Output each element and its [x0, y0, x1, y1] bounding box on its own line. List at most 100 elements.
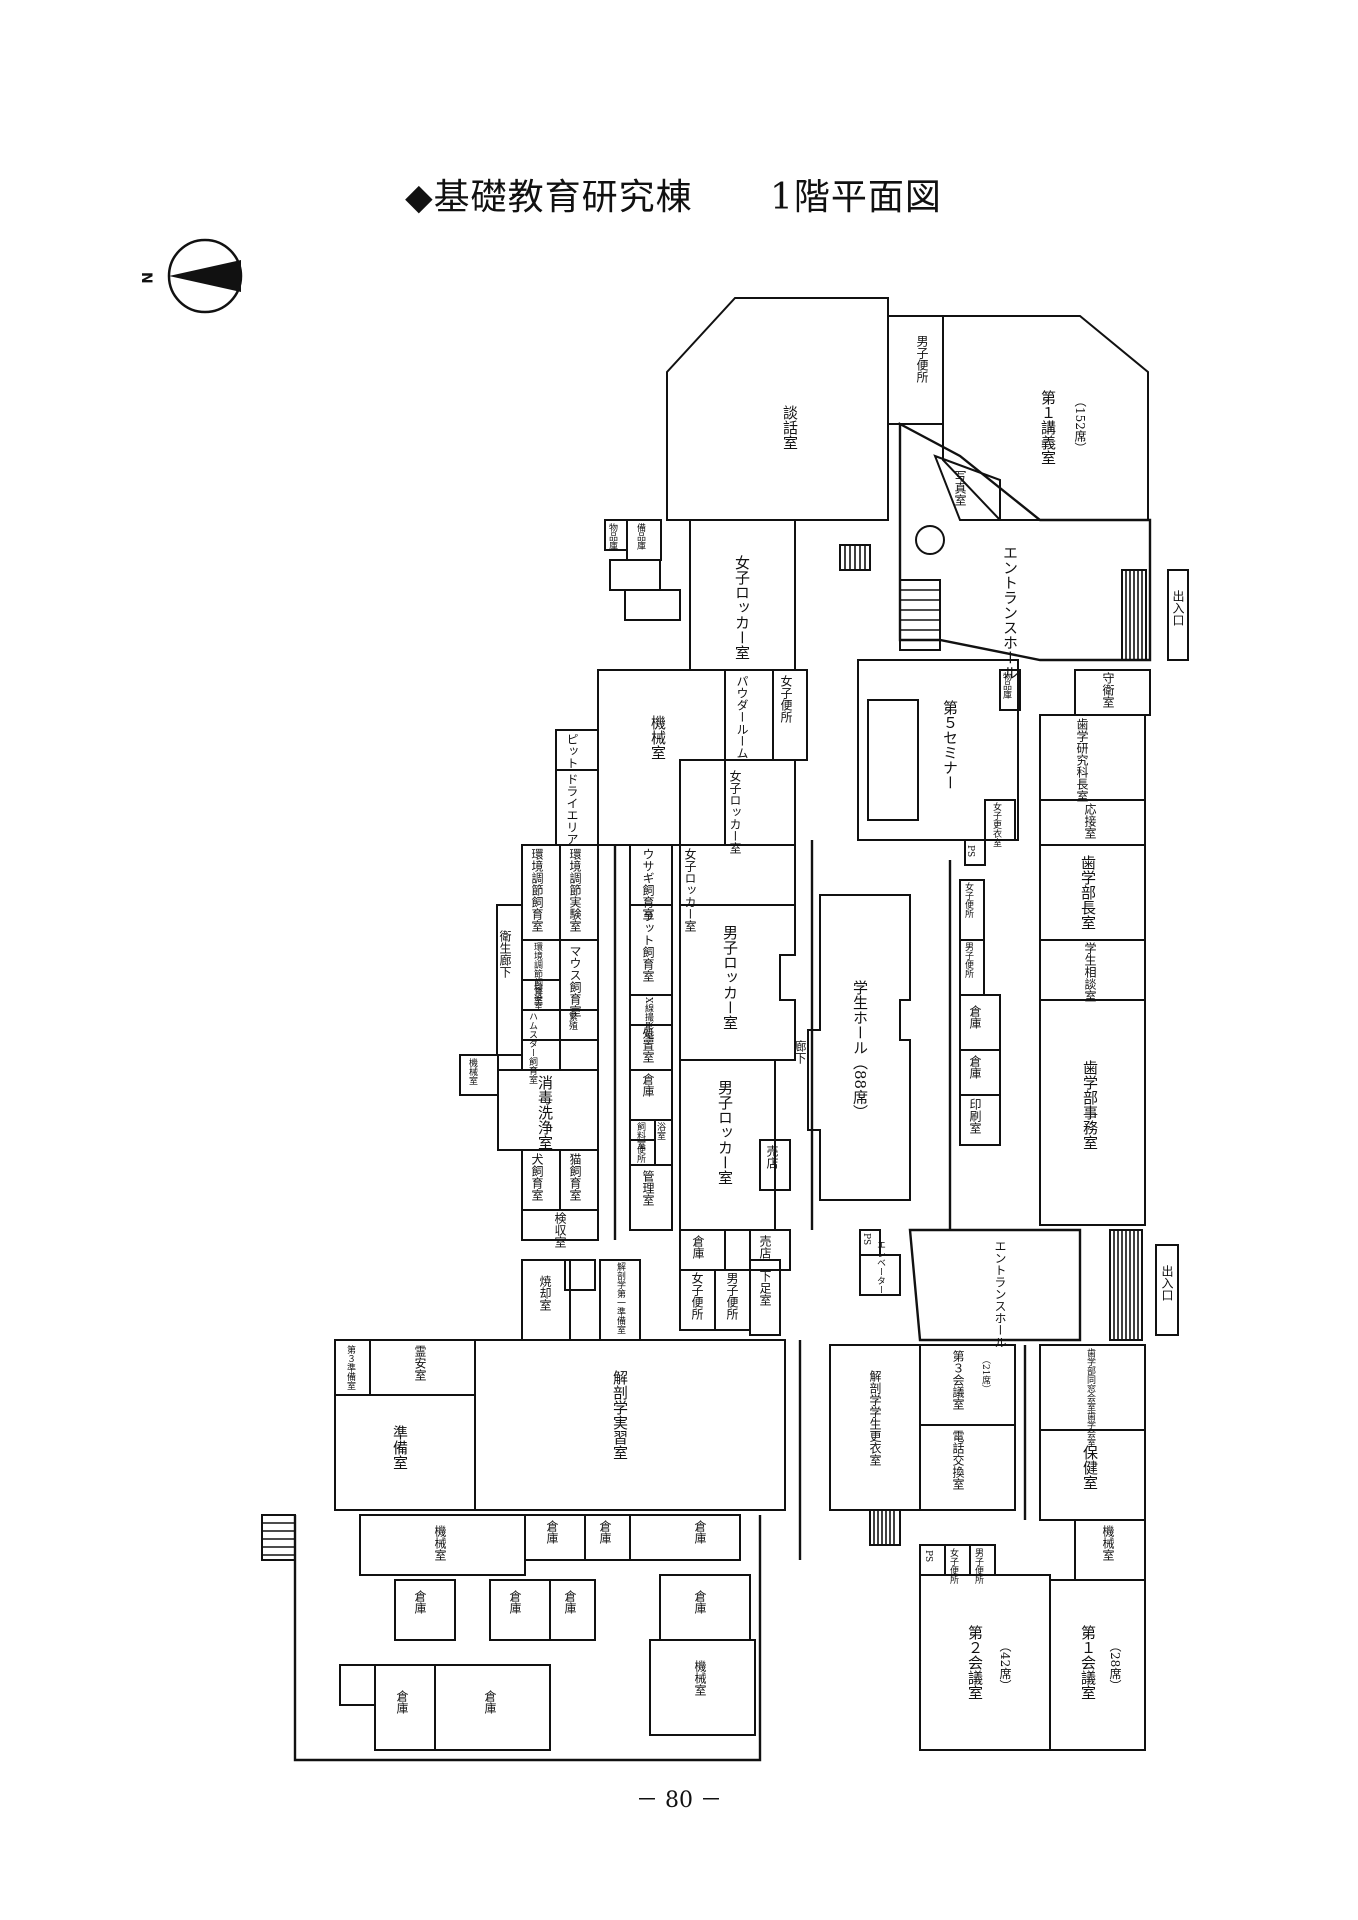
storage-room-7 [629, 1514, 741, 1561]
label-storage6: 倉庫 [598, 1519, 612, 1545]
label-rat: ラット飼育室 [641, 910, 655, 982]
label-anatomy-dressing: 解剖学学生更衣室 [868, 1370, 882, 1466]
small-cell-b [559, 1039, 599, 1071]
label-printing: 印刷室 [968, 1098, 982, 1134]
stairs-top [839, 544, 871, 571]
management-room [629, 1164, 673, 1231]
page-title: ◆基礎教育研究棟 1階平面図 [405, 168, 941, 220]
label-alumni: 歯学部同窓会室歯学会室 [1085, 1347, 1096, 1447]
label-womens-locker3: 女子ロッカー室 [683, 847, 697, 932]
label-mens-wc3: 男子便所 [725, 1272, 739, 1320]
stairs-exit-top [1121, 569, 1147, 661]
conf-room-1 [1049, 1579, 1146, 1751]
label-prep: 準備室 [391, 1425, 409, 1470]
womens-dressing [984, 799, 1016, 841]
hygiene-corridor [496, 904, 523, 1056]
exit-top-box [1167, 569, 1189, 661]
label-machine2: 機械室 [433, 1524, 447, 1561]
label-womens-dressing: 女子更衣室 [991, 801, 1002, 847]
seminar-room-5 [857, 659, 1019, 841]
label-student-counsel: 学生相談室 [1083, 941, 1097, 1002]
label-mens-locker1: 男子ロッカー室 [721, 925, 739, 1030]
label-lecture1: 第１講義室 [1039, 389, 1057, 465]
south-wing-outline [293, 1515, 762, 1762]
label-admin-office: 歯学部事務室 [1081, 1060, 1099, 1150]
label-rabbit: ウサギ飼育室 [641, 848, 655, 920]
label-conf1: 第１会議室 [1079, 1624, 1097, 1700]
page-number: － 80 － [636, 1788, 722, 1813]
label-mens-locker2: 男子ロッカー室 [716, 1080, 734, 1185]
label-hygiene-corridor: 衛生廊下 [498, 930, 512, 978]
label-mens-wc-top: 男子便所 [915, 335, 929, 383]
conf-room-2 [919, 1574, 1051, 1751]
label-womens-wc1: 女子便所 [779, 674, 793, 723]
stairs-south [261, 1514, 296, 1561]
shoe-room [749, 1259, 781, 1336]
label-powder: パウダールーム [735, 675, 749, 759]
label-exit-mid: 出入口 [1160, 1265, 1174, 1301]
label-lecture1-cap: （152席） [1073, 395, 1087, 454]
small-cell-c [564, 1259, 596, 1291]
label-womens-wc2: 女子便所 [963, 881, 974, 919]
label-supply: 物品庫 [1001, 671, 1012, 700]
quarantine-room-2 [521, 1209, 599, 1241]
womens-locker-3 [679, 844, 796, 906]
label-conf1-cap: （28席） [1108, 1640, 1122, 1691]
label-womens-locker-top: 女子ロッカー室 [733, 554, 751, 660]
womens-wc-2 [959, 879, 985, 941]
student-hall [807, 894, 911, 1201]
label-entrance-hall-mid: エントランスホール [993, 1240, 1007, 1348]
label-sterilize: 消毒洗浄室 [536, 1075, 554, 1150]
label-machine4: 機械室 [1101, 1524, 1115, 1561]
small-room-a [609, 559, 661, 591]
exit-mid-box [1155, 1244, 1179, 1336]
label-elevator: エレベーター [875, 1240, 886, 1294]
entrance-hall-top-wall [898, 422, 1152, 662]
label-storage12: 倉庫 [395, 1689, 409, 1715]
label-dog: 犬飼育室 [530, 1153, 544, 1201]
label-seminar5: 第５セミナー [941, 699, 959, 790]
label-storage2: 倉庫 [968, 1054, 982, 1080]
label-dental-research: 歯学研究科長室 [1075, 718, 1089, 802]
label-env-exp: 環境調節実験室 [568, 848, 582, 932]
label-storage3: 倉庫 [641, 1072, 655, 1098]
elevator [859, 1254, 901, 1296]
label-anatomy-lab: 解剖学実習室 [611, 1370, 629, 1460]
label-entrance-hall-top: エントランスホール [1001, 545, 1019, 680]
label-storage1: 倉庫 [968, 1004, 982, 1030]
label-machine3: 機械室 [693, 1659, 707, 1696]
label-conf3-cap: （21席） [980, 1355, 991, 1393]
label-machine-small: 機械室 [467, 1057, 478, 1085]
reading-room [666, 297, 889, 521]
label-quarantine: 検疫室 [532, 982, 543, 1010]
label-womens-locker2: 女子ロッカー室 [728, 769, 742, 854]
label-student-hall: 学生ホール（88席） [851, 980, 869, 1119]
machine-room-3 [649, 1639, 756, 1736]
labels: 談話室 男子便所 第１講義室 （152席） 写真室 エントランスホール 出入口 … [345, 335, 1185, 1715]
label-storage5: 倉庫 [545, 1519, 559, 1545]
kiosk-room-2 [749, 1229, 791, 1271]
stairs-mid-south [869, 1509, 901, 1546]
label-treatment: 処置室 [641, 1027, 655, 1063]
label-prep3: 第３準備室 [345, 1344, 356, 1390]
label-storage10: 倉庫 [563, 1589, 577, 1615]
dental-research-room [1039, 714, 1146, 801]
label-kiosk2: 売店 [758, 1234, 772, 1259]
label-conf2-cap: （42席） [998, 1640, 1012, 1691]
label-bath: 浴室 [655, 1122, 666, 1140]
machine-room-5 [1074, 1519, 1146, 1581]
label-mouse: マウス飼育室 [568, 945, 582, 1017]
label-feed: 飼料室 [635, 1121, 646, 1149]
conf-room-3 [919, 1344, 1016, 1426]
label-quarantine2: 検収室 [553, 1212, 567, 1248]
small-room-b [624, 589, 681, 621]
powder-room [724, 669, 774, 761]
title-floor: 1階平面図 [770, 177, 942, 218]
storage-room-10 [549, 1579, 596, 1641]
label-reception: 応接室 [1083, 803, 1097, 839]
label-env-breed2: 環境調節飼育室 [532, 942, 543, 1005]
machine-small [459, 1054, 499, 1096]
label-shoe: 下足室 [758, 1270, 772, 1306]
label-management: 管理室 [641, 1169, 655, 1206]
